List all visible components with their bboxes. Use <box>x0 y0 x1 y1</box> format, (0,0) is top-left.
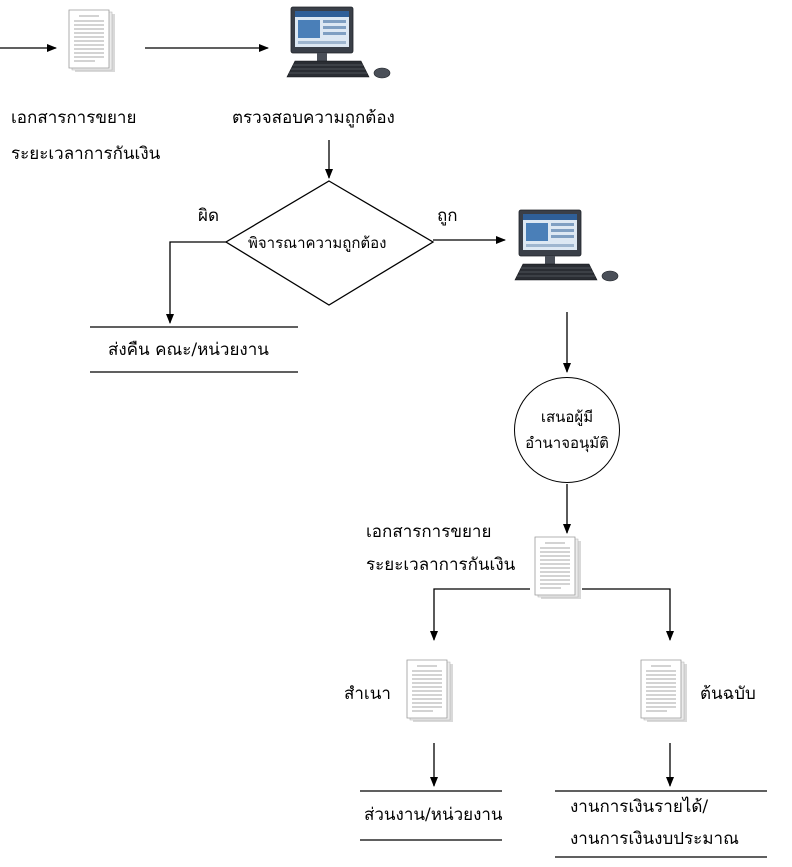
edge-doc-to-original <box>582 588 674 641</box>
doc-top-label-line1: เอกสารการขยาย <box>11 108 137 128</box>
approver-line2: อำนาจอนุมัติ <box>525 434 609 452</box>
return-label: ส่งคืน คณะ/หน่วยงาน <box>108 340 269 360</box>
approver-node: เสนอผู้มี อำนาจอนุมัติ <box>514 377 620 483</box>
correct-label: ถูก <box>437 206 458 226</box>
edge-decision-wrong <box>166 241 226 324</box>
decision-label: พิจารณาความถูกต้อง <box>248 234 387 252</box>
computer-icon <box>514 209 619 282</box>
finance-line2: งานการเงินงบประมาณ <box>570 829 739 849</box>
doc-mid-label-line1: เอกสารการขยาย <box>366 522 492 542</box>
document-icon <box>406 659 453 722</box>
edge-doc-to-copy <box>430 588 530 641</box>
decision-diamond <box>224 180 435 306</box>
verify-label: ตรวจสอบความถูกต้อง <box>232 108 395 128</box>
copy-label: สำเนา <box>344 684 391 704</box>
finance-line1: งานการเงินรายได้/ <box>570 797 709 817</box>
approver-line1: เสนอผู้มี <box>540 408 594 426</box>
document-icon <box>640 659 687 722</box>
document-icon <box>534 536 581 599</box>
original-label: ต้นฉบับ <box>700 684 756 704</box>
doc-mid-label-line2: ระยะเวลาการกันเงิน <box>366 555 516 575</box>
document-icon <box>68 9 115 72</box>
computer-icon <box>286 6 391 79</box>
wrong-label: ผิด <box>198 206 220 226</box>
dept-label: ส่วนงาน/หน่วยงาน <box>364 805 503 825</box>
doc-top-label-line2: ระยะเวลาการกันเงิน <box>11 144 161 164</box>
